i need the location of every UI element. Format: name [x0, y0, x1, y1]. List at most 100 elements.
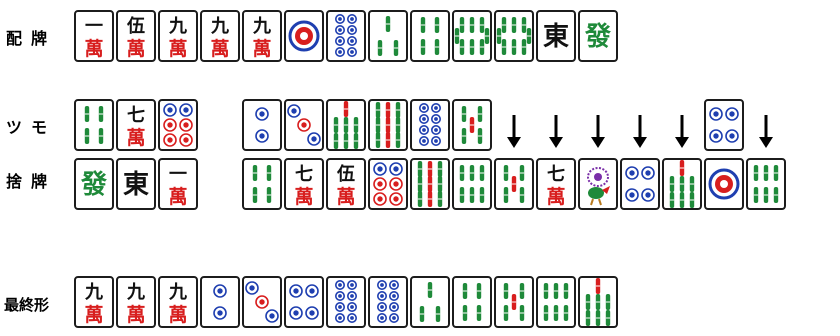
tile-face-icon: 東 — [118, 160, 154, 208]
tile-face-icon — [328, 12, 364, 60]
tile-face-icon: 九萬 — [160, 278, 196, 326]
man-5-tile: 伍萬 — [326, 158, 366, 210]
down-arrow-icon — [662, 99, 702, 151]
sou-9-tile — [410, 158, 450, 210]
row-spacer — [200, 158, 240, 210]
tile-face-icon — [412, 278, 448, 326]
tile-face-icon: 七萬 — [118, 101, 154, 149]
man-9-tile: 九萬 — [200, 10, 240, 62]
tile-face-icon: 七萬 — [286, 160, 322, 208]
pin-8-tile — [326, 276, 366, 328]
tile-face-icon — [580, 278, 616, 326]
sou-4-tile — [74, 99, 114, 151]
tile-face-icon — [454, 160, 490, 208]
sou-7-tile — [578, 276, 618, 328]
tile-face-icon — [538, 278, 574, 326]
pin-4-tile — [620, 158, 660, 210]
tile-face-icon — [244, 101, 280, 149]
svg-text:一: 一 — [169, 164, 187, 185]
pin-2-tile — [242, 99, 282, 151]
tile-face-icon — [454, 278, 490, 326]
sou-5-tile — [494, 158, 534, 210]
label-tsumo: ツモ — [6, 114, 56, 138]
sutehai-row: 發東一萬七萬伍萬七萬 — [74, 158, 786, 210]
tile-face-icon — [496, 278, 532, 326]
tile-face-icon — [244, 160, 280, 208]
svg-text:萬: 萬 — [126, 38, 145, 60]
down-arrow-icon — [620, 99, 660, 151]
svg-text:萬: 萬 — [336, 186, 355, 208]
svg-text:九: 九 — [84, 282, 103, 303]
man-7-tile: 七萬 — [284, 158, 324, 210]
sou-7-tile — [662, 158, 702, 210]
svg-text:萬: 萬 — [126, 304, 145, 326]
tile-face-icon: 東 — [538, 12, 574, 60]
sou-9-tile — [368, 99, 408, 151]
tile-face-icon — [370, 278, 406, 326]
sou-3-tile — [410, 276, 450, 328]
tile-face-icon: 伍萬 — [328, 160, 364, 208]
tile-face-icon — [286, 12, 322, 60]
down-arrow-icon — [578, 99, 618, 151]
pin-1-tile — [284, 10, 324, 62]
final-row: 九萬九萬九萬 — [74, 276, 618, 328]
tile-face-icon — [496, 12, 532, 60]
green-dragon-tile: 發 — [578, 10, 618, 62]
tile-face-icon — [580, 160, 616, 208]
tile-face-icon: 七萬 — [538, 160, 574, 208]
man-9-tile: 九萬 — [74, 276, 114, 328]
east-wind-tile: 東 — [116, 158, 156, 210]
svg-text:發: 發 — [584, 22, 612, 52]
man-9-tile: 九萬 — [116, 276, 156, 328]
svg-text:萬: 萬 — [252, 38, 271, 60]
down-arrow-icon — [494, 99, 534, 151]
tile-face-icon — [706, 101, 742, 149]
tile-face-icon — [496, 160, 532, 208]
svg-text:東: 東 — [123, 170, 149, 200]
down-arrow-icon — [746, 99, 786, 151]
pin-6-tile — [368, 158, 408, 210]
svg-text:九: 九 — [210, 16, 229, 37]
tile-face-icon — [412, 160, 448, 208]
svg-text:萬: 萬 — [168, 38, 187, 60]
tile-face-icon — [748, 160, 784, 208]
pin-6-tile — [158, 99, 198, 151]
tile-face-icon — [622, 160, 658, 208]
svg-text:萬: 萬 — [84, 304, 103, 326]
tile-face-icon — [286, 278, 322, 326]
svg-text:七: 七 — [547, 164, 565, 185]
tile-face-icon — [370, 12, 406, 60]
label-sutehai: 捨牌 — [6, 168, 56, 192]
sou-3-tile — [368, 10, 408, 62]
tile-face-icon: 九萬 — [244, 12, 280, 60]
svg-text:萬: 萬 — [210, 38, 229, 60]
svg-text:七: 七 — [295, 164, 313, 185]
tile-face-icon — [412, 101, 448, 149]
label-final: 最終形 — [4, 294, 49, 315]
pin-3-tile — [284, 99, 324, 151]
sou-4-tile — [242, 158, 282, 210]
svg-text:一: 一 — [85, 16, 103, 37]
tile-face-icon — [160, 101, 196, 149]
tile-face-icon: 九萬 — [202, 12, 238, 60]
pin-8-tile — [368, 276, 408, 328]
sou-8-tile — [452, 10, 492, 62]
pin-8-tile — [326, 10, 366, 62]
label-haipai: 配牌 — [6, 25, 56, 49]
tile-face-icon — [244, 278, 280, 326]
man-1-tile: 一萬 — [74, 10, 114, 62]
sou-6-tile — [452, 158, 492, 210]
tile-face-icon: 九萬 — [118, 278, 154, 326]
svg-text:東: 東 — [543, 22, 569, 52]
svg-text:九: 九 — [168, 282, 187, 303]
east-wind-tile: 東 — [536, 10, 576, 62]
tile-face-icon: 發 — [76, 160, 112, 208]
man-1-tile: 一萬 — [158, 158, 198, 210]
svg-text:萬: 萬 — [168, 304, 187, 326]
row-spacer — [200, 99, 240, 151]
tile-face-icon — [370, 101, 406, 149]
svg-text:萬: 萬 — [126, 127, 145, 149]
sou-5-tile — [494, 276, 534, 328]
sou-5-tile — [452, 99, 492, 151]
tile-face-icon — [328, 278, 364, 326]
